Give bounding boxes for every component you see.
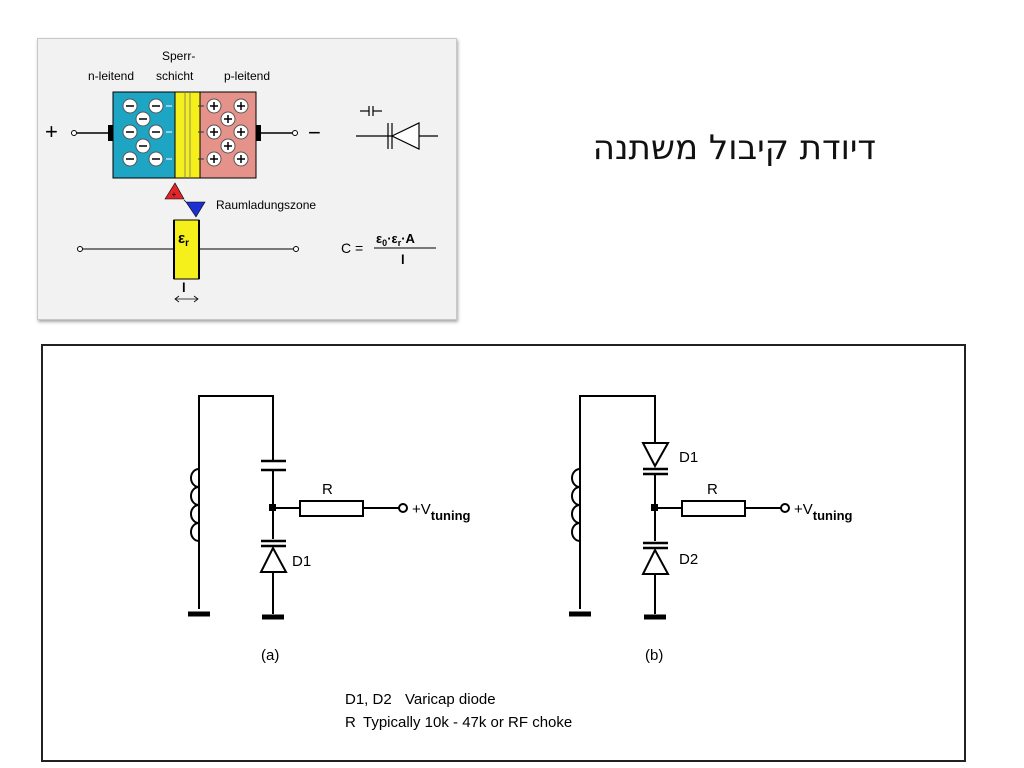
circuit-a-supply-label: +Vtuning [412, 501, 471, 523]
circuit-a [188, 395, 408, 620]
raumladungszone-label: Raumladungszone [216, 198, 316, 212]
varicap-diode-icon [641, 442, 670, 469]
depletion-layer [174, 91, 201, 179]
legend-value-diodes: Varicap diode [405, 691, 496, 708]
distance-arrowheads [174, 295, 199, 303]
junction-dot [269, 504, 276, 511]
resistor-icon [681, 500, 746, 517]
junction-dot [651, 504, 658, 511]
left-terminal [71, 130, 77, 136]
plate-distance-label: l [182, 280, 186, 295]
circuit-b-diode-top-label: D1 [679, 449, 698, 466]
legend-value-resistor: Typically 10k - 47k or RF choke [363, 714, 572, 731]
circuit-b-resistor-label: R [707, 481, 718, 498]
cap-left-terminal [77, 246, 83, 252]
p-leitend-label: p-leitend [224, 69, 270, 83]
junction-diagram: n-leitend Sperr- schicht p-leitend + − [45, 49, 438, 303]
sperrschicht-label-line2: schicht [156, 69, 194, 83]
circuit-b-diode-bottom-label: D2 [679, 551, 698, 568]
formula-lhs: C = [341, 240, 363, 256]
minus-terminal-sign: − [308, 120, 321, 145]
inductor-icon [571, 468, 581, 542]
dielectric-block [173, 219, 200, 280]
junction-diagram-panel: n-leitend Sperr- schicht p-leitend + − [37, 38, 457, 320]
circuit-b-caption: (b) [645, 647, 663, 664]
formula-numerator: ε0·εr·A [376, 231, 416, 248]
drift-arrows [166, 105, 204, 160]
circuit-b [569, 395, 790, 620]
legend-key-diodes: D1, D2 [345, 691, 392, 708]
varicap-diode-icon [641, 547, 670, 575]
circuit-a-diode-label: D1 [292, 553, 311, 570]
sperrschicht-label-line1: Sperr- [162, 49, 195, 63]
n-leitend-label: n-leitend [88, 69, 134, 83]
tuning-circuits-diagram: R D1 +Vtuning (a) R D1 D2 +Vtuning (b) D… [188, 395, 853, 731]
hole-icons [206, 98, 249, 167]
circuit-a-top-wire [198, 395, 274, 609]
formula-denominator: l [401, 252, 405, 267]
supply-terminal [398, 503, 408, 513]
positive-charge-triangle [164, 182, 185, 200]
page-title: דיודת קיבול משתנה [592, 128, 876, 168]
legend-key-resistor: R [345, 714, 356, 731]
circuit-b-supply-label: +Vtuning [794, 501, 853, 523]
right-contact [256, 125, 261, 141]
varicap-symbol-icon [356, 106, 438, 150]
varicap-diode-icon [259, 545, 288, 573]
circuit-a-resistor-label: R [322, 481, 333, 498]
inductor-icon [190, 468, 200, 542]
tuning-circuits-panel: R D1 +Vtuning (a) R D1 D2 +Vtuning (b) D… [41, 344, 966, 762]
circuit-a-caption: (a) [261, 647, 279, 664]
electron-icons [122, 98, 164, 167]
left-contact [108, 125, 113, 141]
cap-right-terminal [293, 246, 299, 252]
epsilon-r-label: εr [178, 230, 189, 249]
charge-axis [183, 199, 187, 203]
resistor-icon [299, 500, 364, 517]
right-terminal [292, 130, 298, 136]
n-region [112, 91, 176, 179]
circuit-b-top-wire [579, 395, 656, 609]
supply-terminal [780, 503, 790, 513]
positive-charge-sign: + [172, 190, 177, 199]
negative-charge-triangle [185, 201, 206, 218]
plus-terminal-sign: + [45, 119, 58, 144]
